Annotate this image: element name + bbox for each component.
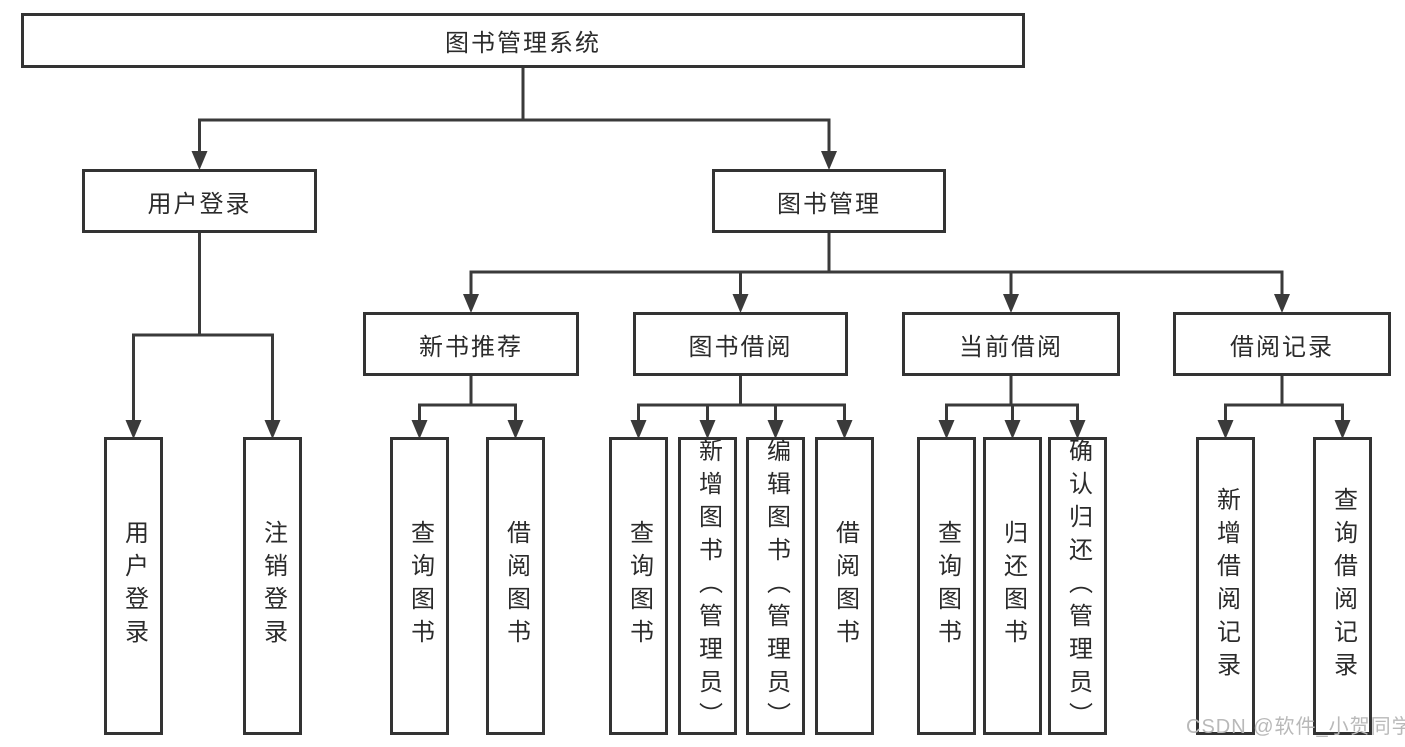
leaf-add-borrow-record: 新增借阅记录	[1196, 437, 1255, 735]
node-root: 图书管理系统	[21, 13, 1025, 68]
leaf-query-borrow-record: 查询借阅记录	[1313, 437, 1372, 735]
connector-book-borrowing-children	[630, 372, 853, 439]
leaf-add-book-admin: 新增图书（管理员）	[678, 437, 737, 735]
leaf-logout: 注销登录	[243, 437, 302, 735]
node-root-label: 图书管理系统	[445, 30, 601, 57]
node-current-borrowing: 当前借阅	[902, 312, 1120, 376]
leaf-query-books-borrowing-label: 查询图书	[625, 520, 653, 652]
leaf-edit-book-admin: 编辑图书（管理员）	[746, 437, 805, 735]
leaf-query-books-recommend-label: 查询图书	[406, 520, 434, 652]
node-book-management-label: 图书管理	[777, 190, 881, 218]
leaf-query-books-recommend: 查询图书	[390, 437, 449, 735]
node-user-login: 用户登录	[82, 169, 317, 233]
leaf-query-books-borrowing: 查询图书	[609, 437, 668, 735]
node-new-book-recommend-label: 新书推荐	[419, 333, 523, 361]
leaf-return-books-label: 归还图书	[999, 520, 1027, 652]
node-book-borrowing-label: 图书借阅	[688, 333, 793, 361]
leaf-user-login-label: 用户登录	[120, 520, 148, 652]
leaf-borrow-books: 借阅图书	[815, 437, 874, 735]
node-new-book-recommend: 新书推荐	[363, 312, 579, 376]
leaf-confirm-return-admin: 确认归还（管理员）	[1048, 437, 1107, 735]
leaf-query-books-current-label: 查询图书	[933, 520, 961, 652]
node-user-login-label: 用户登录	[147, 190, 252, 218]
node-book-borrowing: 图书借阅	[633, 312, 848, 376]
leaf-borrow-books-label: 借阅图书	[831, 520, 859, 652]
leaf-borrow-books-recommend-label: 借阅图书	[502, 520, 530, 652]
connector-current-borrowing-children	[938, 372, 1086, 439]
connector-root-to-level1	[191, 64, 837, 170]
node-current-borrowing-label: 当前借阅	[959, 333, 1063, 361]
leaf-add-borrow-record-label: 新增借阅记录	[1212, 487, 1240, 685]
connector-user-login-children	[125, 229, 281, 439]
csdn-watermark: CSDN @软件_小贺同学	[1186, 716, 1405, 738]
node-book-management: 图书管理	[712, 169, 946, 233]
leaf-logout-label: 注销登录	[259, 520, 287, 652]
leaf-query-borrow-record-label: 查询借阅记录	[1329, 487, 1357, 685]
node-borrowing-records-label: 借阅记录	[1230, 333, 1334, 361]
leaf-edit-book-admin-label: 编辑图书（管理员）	[762, 437, 790, 735]
leaf-user-login: 用户登录	[104, 437, 163, 735]
node-borrowing-records: 借阅记录	[1173, 312, 1391, 376]
leaf-confirm-return-admin-label: 确认归还（管理员）	[1064, 437, 1092, 735]
leaf-borrow-books-recommend: 借阅图书	[486, 437, 545, 735]
connector-borrowing-records-children	[1217, 372, 1351, 439]
connector-book-management-children	[463, 229, 1290, 313]
connector-new-book-recommend-children	[411, 372, 524, 439]
leaf-return-books: 归还图书	[983, 437, 1042, 735]
leaf-query-books-current: 查询图书	[917, 437, 976, 735]
leaf-add-book-admin-label: 新增图书（管理员）	[694, 437, 722, 735]
